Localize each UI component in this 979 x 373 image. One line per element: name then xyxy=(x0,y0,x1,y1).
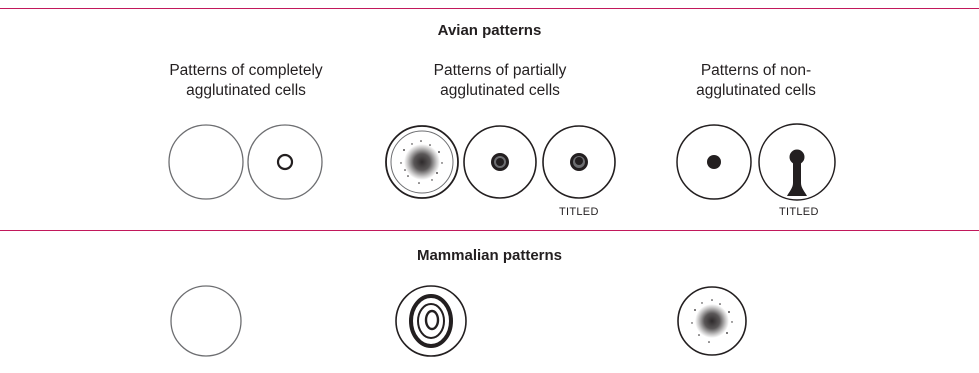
tilted-note-non: TITLED xyxy=(779,206,819,218)
well-avian-complete-2 xyxy=(248,125,322,199)
tilted-note-partial: TITLED xyxy=(559,206,599,218)
well-mammalian-3 xyxy=(678,287,746,355)
well-mammalian-2 xyxy=(396,286,466,356)
well-mammalian-1 xyxy=(171,286,241,356)
well-avian-partial-1 xyxy=(386,126,458,198)
well-avian-non-1 xyxy=(677,125,751,199)
well-avian-partial-2 xyxy=(464,126,536,198)
diffuse-spot xyxy=(695,304,729,338)
tear-drop-stream xyxy=(787,162,807,196)
small-ring xyxy=(278,155,292,169)
well-avian-partial-3 xyxy=(543,126,615,198)
button-dot xyxy=(707,155,721,169)
middle-rule xyxy=(0,230,979,231)
well-avian-non-2 xyxy=(759,124,835,200)
diffuse-spot xyxy=(404,144,440,180)
well-avian-complete-1 xyxy=(169,125,243,199)
mammalian-patterns-title: Mammalian patterns xyxy=(0,247,979,264)
